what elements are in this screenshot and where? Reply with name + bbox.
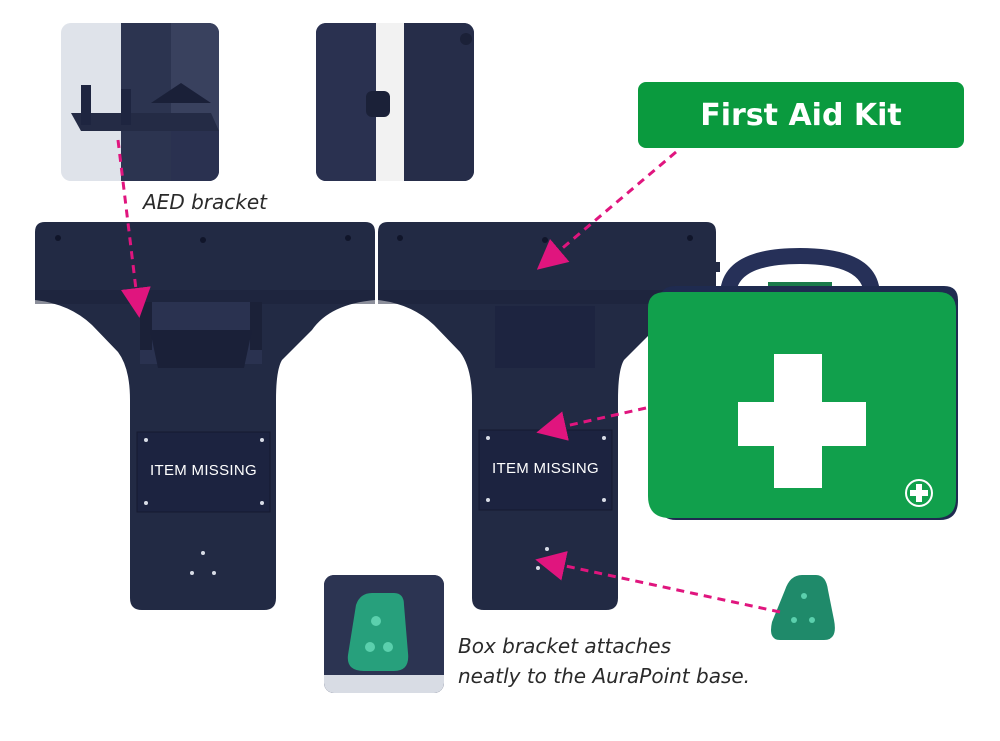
- first-aid-kit-banner: First Aid Kit: [638, 82, 964, 148]
- box-bracket-caption-line1: Box bracket attaches: [458, 634, 671, 658]
- aed-bracket-thumbnail: [61, 23, 219, 181]
- box-bracket-thumbnail: [324, 575, 444, 693]
- box-bracket-caption-line2: neatly to the AuraPoint base.: [458, 664, 751, 688]
- aed-bracket-caption: AED bracket: [143, 190, 267, 214]
- item-missing-label-right: ITEM MISSING: [492, 460, 599, 477]
- side-peg-thumbnail: [316, 23, 474, 181]
- item-missing-label-left: ITEM MISSING: [150, 462, 257, 479]
